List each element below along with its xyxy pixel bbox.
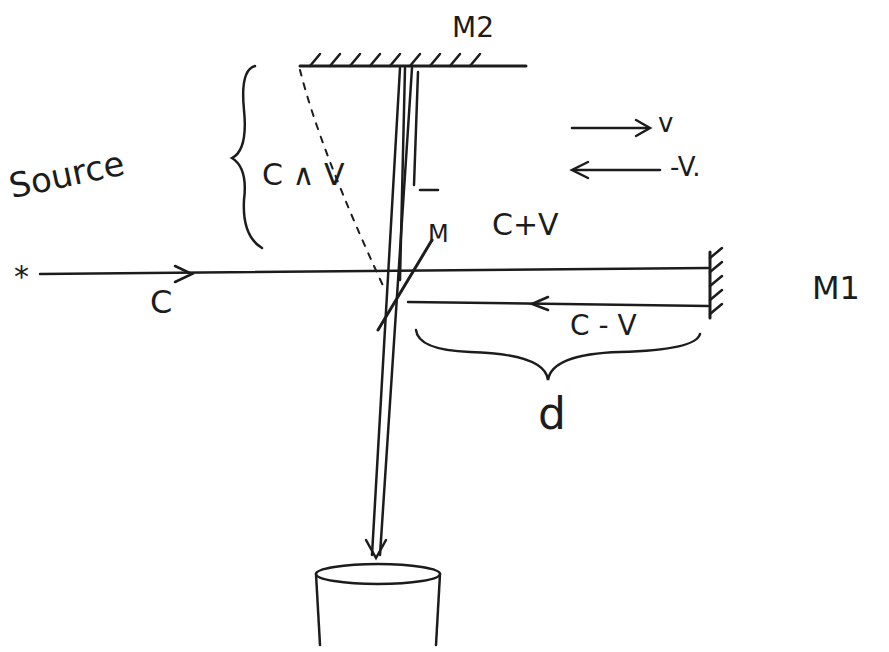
- speed-label: C - V: [570, 312, 637, 340]
- distance-label: d: [538, 392, 566, 436]
- speed-label: C+V: [492, 210, 559, 240]
- mirror-label: M1: [812, 272, 860, 304]
- speed-label: C: [150, 286, 172, 318]
- velocity-label: v: [658, 110, 673, 136]
- mirror-label: M2: [452, 14, 494, 42]
- splitter-label: M: [428, 222, 449, 246]
- speed-label: C ∧ V: [262, 160, 345, 190]
- velocity-label: -V.: [670, 154, 701, 180]
- source-label: Source: [6, 146, 127, 204]
- source-symbol: *: [14, 262, 29, 292]
